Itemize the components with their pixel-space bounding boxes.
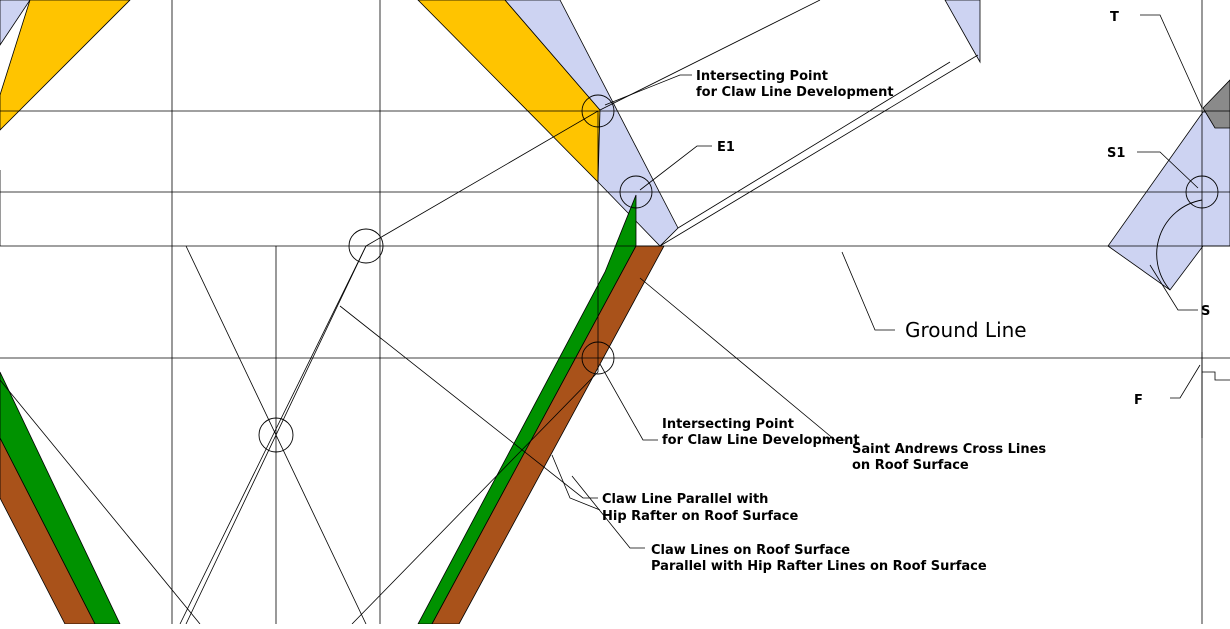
intersect-circle-low [581, 341, 615, 375]
center-brown-claw-strip [431, 245, 665, 625]
label-f: F [1134, 393, 1143, 408]
label-claw-parallel-2: Hip Rafter on Roof Surface [602, 509, 799, 524]
right-blue-rafter [1107, 111, 1230, 291]
label-claw-lines-2: Parallel with Hip Rafter Lines on Roof S… [651, 559, 987, 574]
label-intersect-top-2: for Claw Line Development [696, 85, 894, 100]
intersection-circles [258, 94, 1219, 453]
label-intersect-top-1: Intersecting Point [696, 69, 828, 84]
label-claw-lines-1: Claw Lines on Roof Surface [651, 543, 850, 558]
s-arc [1156, 199, 1203, 291]
label-s: S [1201, 304, 1210, 319]
label-claw-parallel-1: Claw Line Parallel with [602, 492, 768, 507]
top-left-yellow-plane [0, 0, 131, 131]
e1-circle [619, 175, 653, 209]
s1-circle [1185, 175, 1219, 209]
center-green-claw-strip [417, 194, 637, 625]
label-intersect-low-2: for Claw Line Development [662, 433, 860, 448]
top-left-blue-rafter [0, 0, 31, 46]
right-grey-corner [1202, 79, 1230, 129]
label-s1: S1 [1107, 146, 1125, 161]
label-cross-1: Saint Andrews Cross Lines [852, 442, 1046, 457]
left-brown-claw-strip [0, 437, 96, 625]
annotation-labels: Intersecting Point for Claw Line Develop… [602, 10, 1210, 574]
label-t: T [1110, 10, 1119, 25]
label-cross-2: on Roof Surface [852, 458, 969, 473]
label-ground-line: Ground Line [905, 318, 1027, 342]
label-intersect-low-1: Intersecting Point [662, 417, 794, 432]
label-e1: E1 [717, 140, 735, 155]
cross-center-circle [258, 417, 294, 453]
top-right-blue-rafter [944, 0, 981, 64]
intersect-circle-top [581, 94, 615, 128]
intersect-circle-left [348, 228, 384, 264]
leader-lines [339, 14, 1203, 549]
